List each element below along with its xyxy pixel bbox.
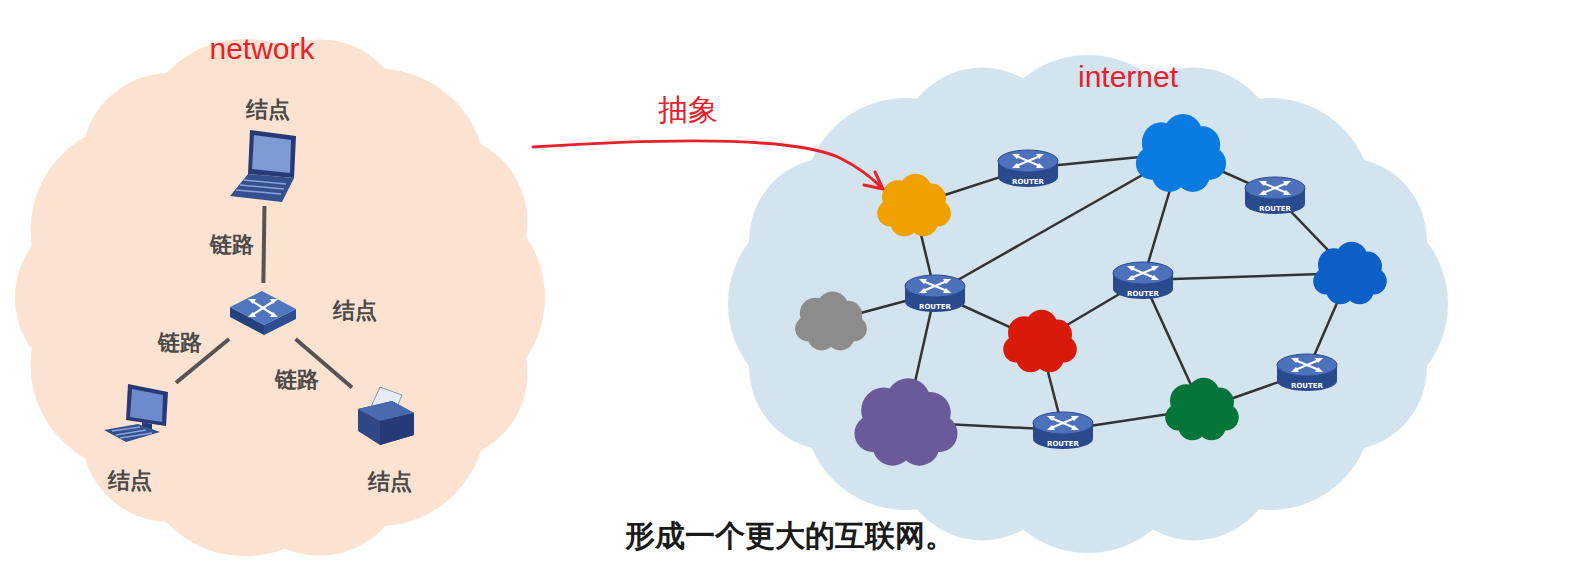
link-label: 链路 xyxy=(275,367,319,392)
device-icon xyxy=(226,283,300,339)
link-label: 链路 xyxy=(210,232,254,257)
abstraction-arrow xyxy=(533,141,882,188)
node-label: 结点 xyxy=(246,97,290,122)
subnet-cloud xyxy=(854,378,957,465)
arrow-head xyxy=(864,172,883,189)
icon-graphic xyxy=(230,291,296,335)
icon-graphic xyxy=(1113,262,1173,299)
router-label: ROUTER xyxy=(1291,383,1323,390)
device-icon xyxy=(228,128,302,206)
icon-graphic xyxy=(905,275,965,312)
icon-graphic xyxy=(230,130,296,202)
annotation-label: 抽象 xyxy=(658,93,718,128)
device-icon xyxy=(352,385,418,447)
subnet-cloud xyxy=(1136,114,1226,192)
router-label: ROUTER xyxy=(1047,441,1079,448)
icon-graphic xyxy=(104,384,168,442)
subtitle-caption: 形成一个更大的互联网。 xyxy=(625,519,955,554)
node-label: 结点 xyxy=(368,469,412,494)
router-node: ROUTER xyxy=(995,145,1061,191)
router-node: ROUTER xyxy=(1110,257,1176,303)
laptop-node: 结点 xyxy=(228,128,302,206)
icon-graphic xyxy=(998,150,1058,187)
cloud-shape xyxy=(728,55,1448,553)
subnet-cloud xyxy=(1165,378,1239,441)
link-label: 链路 xyxy=(158,330,202,355)
cloud-shape xyxy=(15,39,545,556)
subnet-cloud xyxy=(1003,310,1077,373)
router-label: ROUTER xyxy=(1259,206,1291,213)
icon-graphic xyxy=(1033,412,1093,449)
icon-graphic xyxy=(1277,354,1337,391)
router-label: ROUTER xyxy=(1127,291,1159,298)
printer-node: 结点 xyxy=(352,385,418,447)
subnet-cloud xyxy=(877,174,951,237)
internet-cloud: internetROUTER ROUTER ROUTER ROUTER ROUTER RO… xyxy=(728,55,1448,553)
internet-illustration xyxy=(728,55,1448,553)
router-label: ROUTER xyxy=(919,304,951,311)
icon-graphic xyxy=(358,387,414,445)
device-icon xyxy=(98,382,176,448)
desktop-node: 结点 xyxy=(98,382,176,448)
subnet-cloud xyxy=(1313,242,1387,305)
link-line xyxy=(263,206,264,283)
router-node: ROUTER xyxy=(1274,349,1340,395)
router-node: ROUTER xyxy=(902,270,968,316)
router-node: ROUTER xyxy=(1030,407,1096,453)
connector-layer xyxy=(728,55,1448,553)
icon-graphic xyxy=(1245,177,1305,214)
subnet-cloud xyxy=(795,292,867,351)
cloud-title: network xyxy=(209,32,314,67)
node-label: 结点 xyxy=(108,468,152,493)
cloud-title: internet xyxy=(1078,60,1178,95)
switch-node: 结点 xyxy=(226,283,300,339)
node-label: 结点 xyxy=(333,298,377,323)
cloud-bump xyxy=(352,134,528,310)
router-label: ROUTER xyxy=(1012,179,1044,186)
router-node: ROUTER xyxy=(1242,172,1308,218)
network-cloud: network结点结点结点结点链路链路链路 xyxy=(15,35,545,560)
